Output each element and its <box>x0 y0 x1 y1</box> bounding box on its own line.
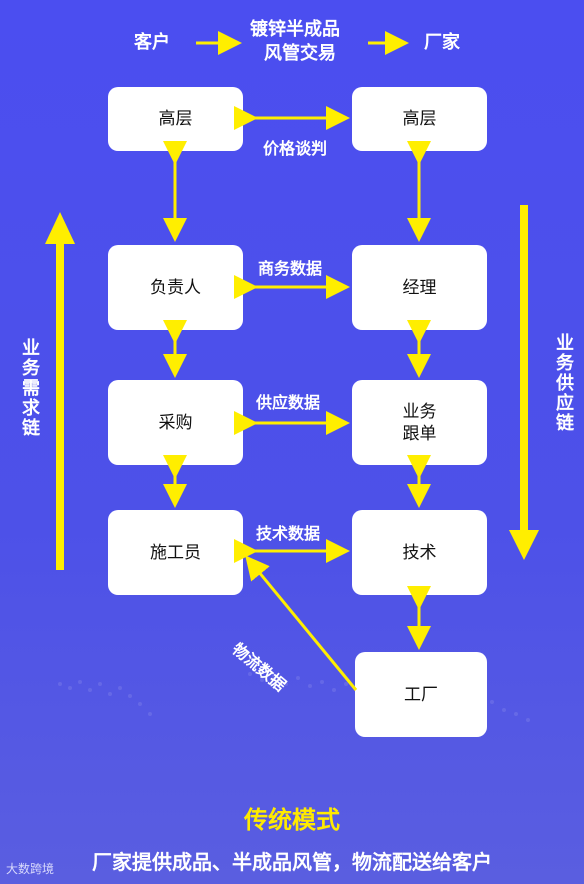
node-left-installer: 施工员 <box>108 510 243 595</box>
customer-label: 客户 <box>134 32 170 53</box>
demand-chain-head <box>45 212 75 244</box>
edge-label-tech: 技术数据 <box>256 524 321 543</box>
node-left-owner: 负责人 <box>108 245 243 330</box>
arrow-logistics <box>245 555 358 691</box>
node-factory: 工厂 <box>355 652 487 737</box>
node-right-exec: 高层 <box>352 87 487 151</box>
node-left-exec: 高层 <box>108 87 243 151</box>
edge-label-price: 价格谈判 <box>263 139 328 158</box>
demand-chain-shaft <box>56 240 64 570</box>
brand-watermark: 大数跨境 <box>6 862 55 876</box>
supply-chain-shaft <box>520 205 528 535</box>
edge-label-business: 商务数据 <box>258 259 323 278</box>
footer-subtitle: 厂家提供成品、半成品风管，物流配送给客户 <box>92 850 492 874</box>
edge-label-supply: 供应数据 <box>256 393 321 412</box>
node-left-purchase: 采购 <box>108 380 243 465</box>
side-label-supply-chain: 业务供应链 <box>553 333 574 433</box>
side-label-demand-chain: 业务需求链 <box>19 338 40 438</box>
node-right-tech: 技术 <box>352 510 487 595</box>
supply-chain-head <box>509 530 539 560</box>
trade-label-line2: 风管交易 <box>264 43 336 64</box>
factory-label: 厂家 <box>424 32 460 53</box>
node-right-manager: 经理 <box>352 245 487 330</box>
node-right-business: 业务 跟单 <box>352 380 487 465</box>
footer-title: 传统模式 <box>244 806 340 834</box>
trade-label-line1: 镀锌半成品 <box>250 19 340 40</box>
